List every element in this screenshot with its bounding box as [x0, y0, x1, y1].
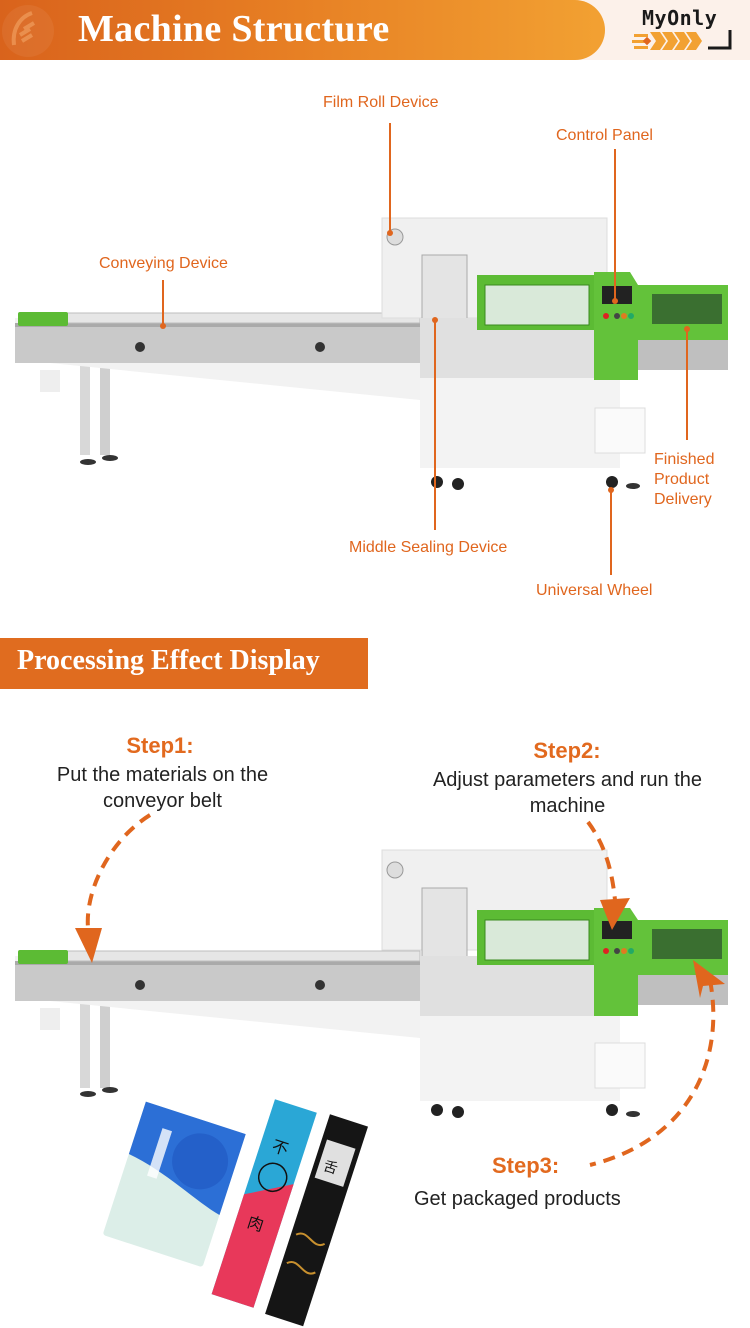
svg-text:肉: 肉 — [245, 1212, 266, 1235]
callout-conveying: Conveying Device — [99, 255, 228, 272]
wheat-logo-icon — [632, 30, 732, 50]
process-arrows — [75, 813, 725, 1167]
leader-line-control-panel — [614, 149, 616, 299]
section-title: Processing Effect Display — [17, 645, 320, 676]
packaged-products: 不 肉 舌 — [103, 1099, 369, 1327]
step1-arrowhead — [75, 928, 102, 963]
marker-conveying — [160, 323, 166, 329]
leader-line-film-roll — [389, 123, 391, 233]
callout-film-roll: Film Roll Device — [323, 94, 439, 111]
wheat-emblem-icon — [2, 5, 54, 57]
brand-logo: MyOnly — [630, 6, 740, 56]
step3-arrowhead — [693, 960, 725, 998]
leader-line-universal-wheel — [610, 490, 612, 575]
svg-text:舌: 舌 — [321, 1158, 339, 1178]
callout-middle-sealing: Middle Sealing Device — [349, 539, 508, 556]
step3-description: Get packaged products — [414, 1188, 621, 1210]
snack-stick-pack: 不 肉 — [211, 1099, 317, 1308]
chopsticks-pack: 舌 — [265, 1114, 369, 1327]
marker-film-roll — [387, 230, 393, 236]
header-banner: Machine Structure MyOnly — [0, 0, 750, 60]
step1-dashed-arrow — [85, 813, 152, 929]
packaging-machine-image-2 — [10, 848, 730, 1118]
callout-control-panel: Control Panel — [556, 127, 653, 144]
callout-finished-product: Finished Product Delivery — [654, 451, 715, 508]
leader-line-conveying — [162, 280, 164, 325]
step2-description: Adjust parameters and run the machine — [432, 769, 703, 817]
marker-universal-wheel — [608, 487, 614, 493]
step2-title: Step2: — [533, 738, 601, 763]
svg-text:不: 不 — [270, 1136, 291, 1159]
step2-dashed-arrow — [586, 820, 617, 901]
marker-control-panel — [612, 298, 618, 304]
leader-line-middle-sealing — [434, 320, 436, 530]
marker-finished-product — [684, 326, 690, 332]
section-banner-processing: Processing Effect Display — [0, 638, 368, 689]
title-bar: Machine Structure — [0, 0, 605, 60]
packaging-machine-image — [10, 210, 730, 500]
step1-description: Put the materials on the conveyor belt — [56, 764, 269, 812]
callout-universal-wheel: Universal Wheel — [536, 582, 653, 599]
page-title: Machine Structure — [78, 8, 390, 50]
step1-title: Step1: — [126, 733, 194, 758]
wet-wipes-pack — [103, 1101, 246, 1267]
step3-dashed-arrow — [589, 979, 716, 1167]
logo-text: MyOnly — [642, 6, 718, 30]
step3-title: Step3: — [492, 1153, 560, 1178]
marker-middle-sealing — [432, 317, 438, 323]
leader-line-finished-product — [686, 330, 688, 440]
step2-arrowhead — [600, 898, 630, 930]
